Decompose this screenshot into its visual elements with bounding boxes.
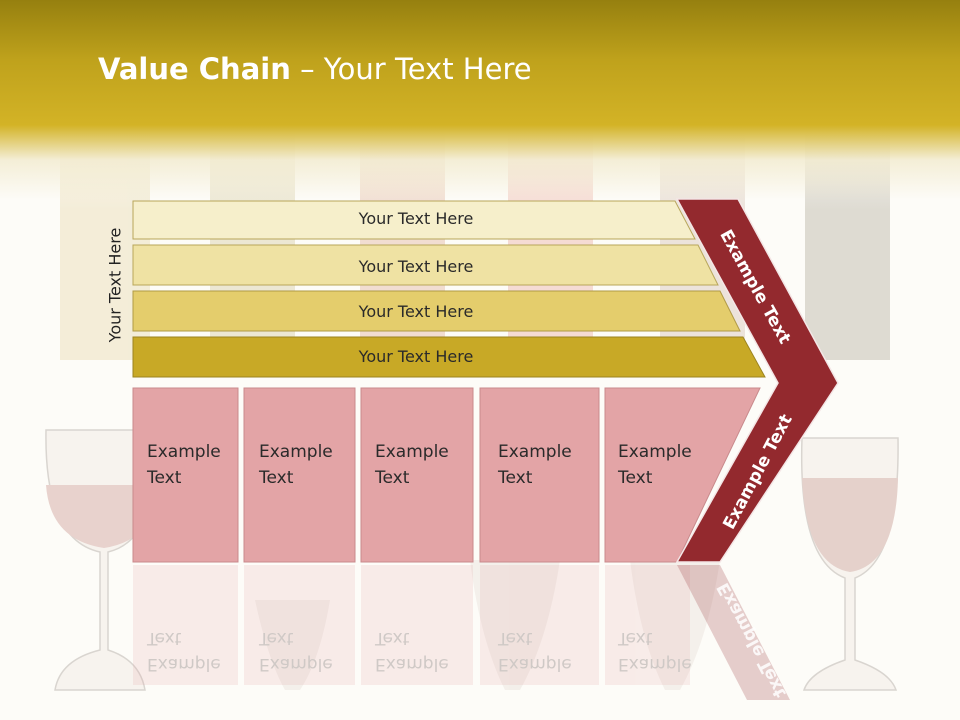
box-4-reflection-line-2: Text — [498, 628, 533, 648]
box-2-shape[interactable] — [243, 387, 356, 563]
box-2-reflection: Example Text — [259, 625, 333, 677]
box-4-reflection: Example Text — [498, 625, 572, 677]
box-2-reflection-line-2: Text — [259, 628, 294, 648]
box-5-reflection: Example Text — [618, 625, 692, 677]
box-1-line-1: Example — [147, 442, 221, 462]
chevron-reflection — [677, 565, 790, 700]
box-3-line-1: Example — [375, 442, 449, 462]
box-3-reflection-line-1: Example — [375, 654, 449, 674]
box-3-reflection-line-2: Text — [375, 628, 410, 648]
bar-3-shape[interactable] — [132, 290, 741, 332]
box-4-line-1: Example — [498, 442, 572, 462]
box-5-line-2: Text — [618, 468, 653, 488]
title-rest: – Your Text Here — [290, 52, 532, 86]
title-bold: Value Chain — [98, 52, 291, 86]
box-4-shape[interactable] — [479, 387, 600, 563]
box-3-line-2: Text — [375, 468, 410, 488]
bar-2-shape[interactable] — [132, 244, 719, 286]
side-label-text: Your Text Here — [105, 227, 125, 343]
box-3-reflection: Example Text — [375, 625, 449, 677]
chevron-shape[interactable] — [675, 198, 839, 563]
bar-4-shape[interactable] — [132, 336, 766, 378]
box-4-line-2: Text — [498, 468, 533, 488]
bar-4-label: Your Text Here — [358, 347, 474, 366]
box-4-reflection-line-1: Example — [498, 654, 572, 674]
box-5-reflection-line-1: Example — [618, 654, 692, 674]
reflection — [133, 565, 690, 685]
box-2-reflection-line-1: Example — [259, 654, 333, 674]
slide-title: Value Chain – Your Text Here — [98, 52, 532, 96]
box-1-shape[interactable] — [132, 387, 239, 563]
box-2-line-1: Example — [259, 442, 333, 462]
box-1-reflection-line-2: Text — [147, 628, 182, 648]
bar-3-label: Your Text Here — [358, 302, 474, 321]
box-5-reflection-line-2: Text — [618, 628, 653, 648]
box-1-reflection: Example Text — [147, 625, 221, 677]
title-banner — [0, 0, 960, 200]
box-1-reflection-line-1: Example — [147, 654, 221, 674]
box-2-line-2: Text — [259, 468, 294, 488]
bar-2-label: Your Text Here — [358, 257, 474, 276]
box-5-line-1: Example — [618, 442, 692, 462]
bar-1-shape[interactable] — [132, 200, 696, 240]
box-3-shape[interactable] — [360, 387, 474, 563]
bar-1-label: Your Text Here — [358, 209, 474, 228]
box-1-line-2: Text — [147, 468, 182, 488]
